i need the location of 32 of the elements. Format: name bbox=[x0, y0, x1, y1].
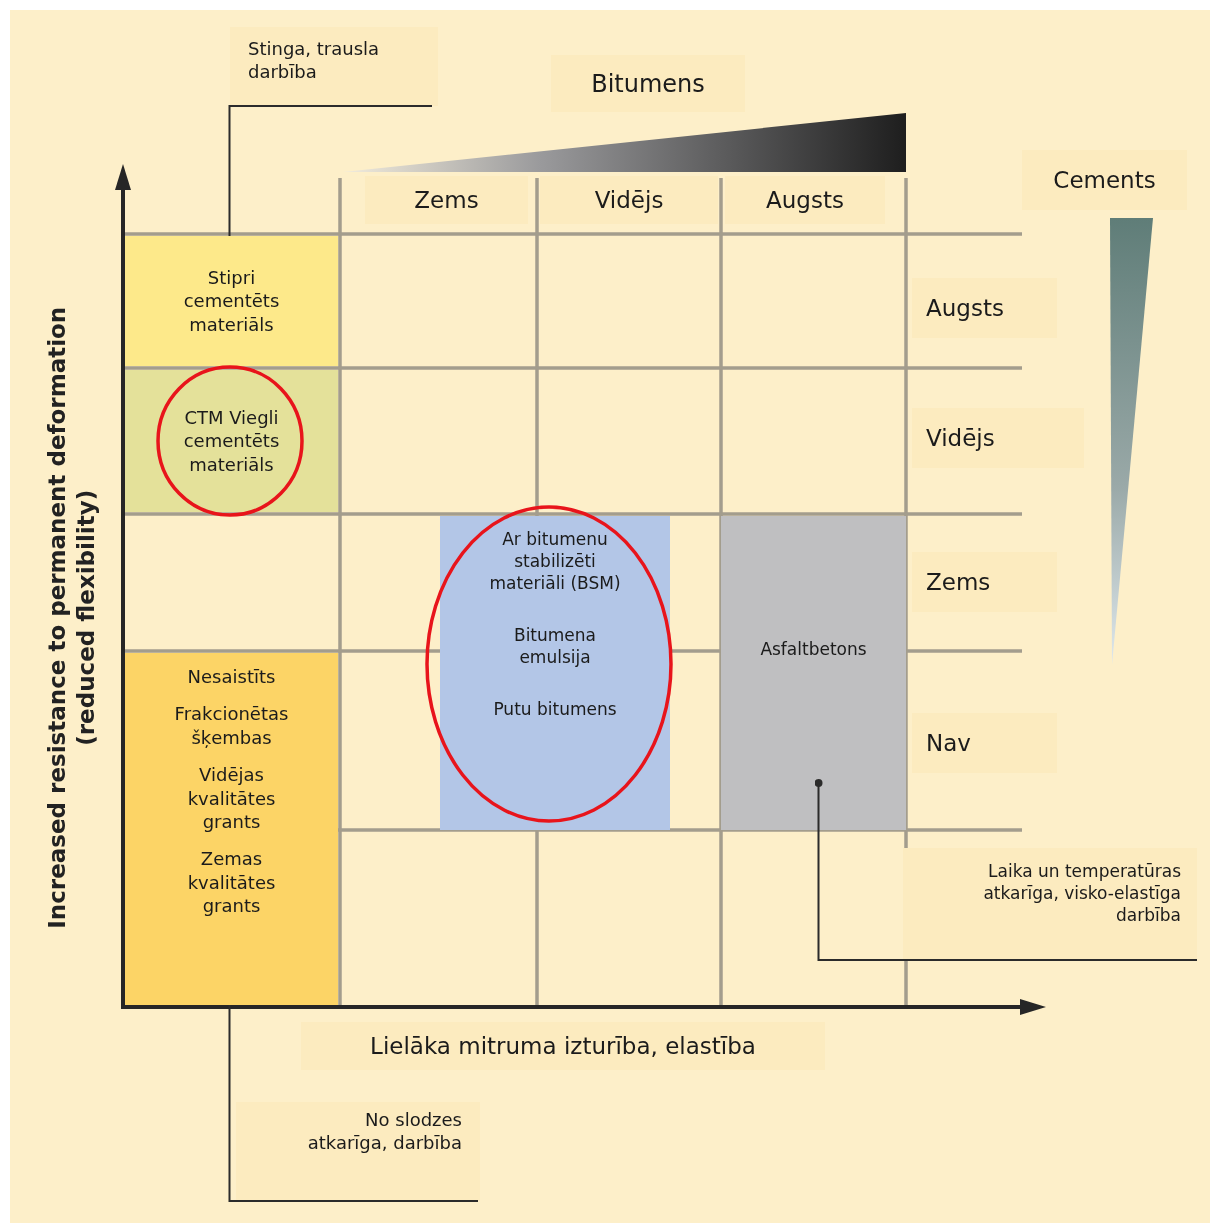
axis-label: Zems bbox=[414, 187, 479, 213]
axis-label: Zems bbox=[926, 569, 991, 595]
axis-title: Increased resistance to permanent deformation (reduced flexibility) bbox=[43, 305, 100, 931]
node-text: Stipri cementēts materiāls bbox=[182, 265, 281, 337]
node-text: Putu bitumens bbox=[493, 698, 617, 721]
node-text: Bitumena emulsija bbox=[512, 624, 597, 669]
node-text: CTM Viegli cementēts materiāls bbox=[182, 405, 281, 477]
node-text: Ar bitumenu stabilizēti materiāli (BSM) bbox=[488, 528, 622, 595]
callout-text-box bbox=[903, 848, 1197, 960]
leader-line bbox=[228, 105, 433, 237]
node-text: Frakcionētas šķembas bbox=[173, 702, 290, 750]
axis-label: Vidējs bbox=[594, 187, 664, 213]
axis-label: Lielāka mitruma izturība, elastība bbox=[370, 1033, 756, 1059]
leader-line bbox=[814, 779, 1198, 961]
node-text: Stinga, trausla darbība bbox=[248, 37, 381, 84]
node-text: Vidējas kvalitātes grants bbox=[186, 763, 277, 834]
callout-text-box bbox=[230, 27, 438, 106]
material-cell bbox=[721, 516, 906, 830]
axis-label: Augsts bbox=[766, 187, 844, 213]
node-text: Asfaltbetons bbox=[760, 638, 867, 661]
axis-label: Nav bbox=[926, 730, 971, 756]
node-text: Zemas kvalitātes grants bbox=[186, 847, 277, 918]
axis-label: Vidējs bbox=[926, 425, 995, 451]
node-text: No slodzes atkarīga, darbība bbox=[306, 1108, 462, 1155]
node-text: Laika un temperatūras atkarīga, visko-elastīga darbība bbox=[982, 860, 1181, 927]
material-cell bbox=[125, 653, 338, 1005]
axis-label: Cements bbox=[1053, 167, 1156, 193]
axis-label: Augsts bbox=[926, 295, 1004, 321]
callout-text-box bbox=[236, 1102, 480, 1201]
axis-label: Bitumens bbox=[591, 69, 705, 98]
material-cell bbox=[125, 236, 338, 366]
node-text: Nesaistīts bbox=[187, 665, 276, 689]
